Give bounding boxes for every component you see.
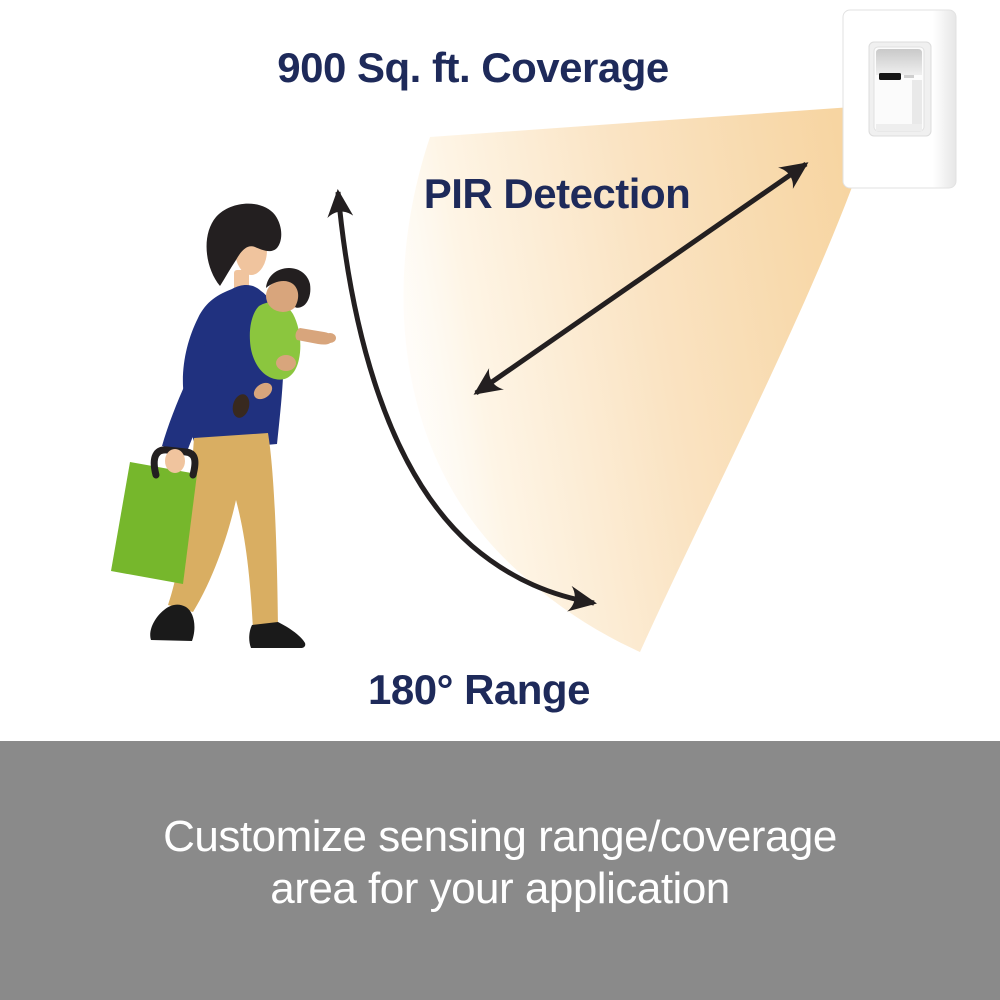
banner-text: Customize sensing range/coverage area fo… — [0, 741, 1000, 915]
motion-sensor-switch-icon — [842, 9, 957, 189]
banner-line-1: Customize sensing range/coverage — [163, 812, 837, 861]
sensor-indicator-tick — [904, 75, 914, 78]
banner-line-2: area for your application — [270, 864, 730, 913]
woman-front-shoe — [150, 604, 195, 641]
coverage-diagram — [111, 9, 957, 652]
woman-carrying-baby-icon — [111, 203, 336, 648]
shopping-bag — [111, 462, 197, 584]
distance-arrow-icon — [473, 161, 809, 396]
baby-arm — [295, 328, 333, 345]
woman-arm-sleeve — [162, 336, 229, 452]
woman-dark-hand — [232, 394, 250, 418]
woman-back-shoe — [249, 622, 306, 648]
range-sweep-arrow-icon — [327, 189, 597, 612]
range-label: 180° Range — [368, 666, 590, 713]
bottom-banner: Customize sensing range/coverage area fo… — [0, 741, 1000, 1000]
baby-hand — [324, 333, 336, 343]
sensor-paddle-shade-right — [912, 80, 922, 131]
sensor-indicator-slot — [879, 73, 901, 80]
pir-detection-label: PIR Detection — [423, 170, 691, 217]
sensor-pir-lens — [876, 49, 922, 75]
baby-hair — [266, 268, 311, 308]
coverage-label: 900 Sq. ft. Coverage — [277, 44, 669, 91]
baby-foot — [253, 382, 273, 400]
baby-head — [266, 280, 300, 312]
baby-knee — [276, 355, 296, 371]
sensor-paddle-shade-bottom — [876, 124, 922, 131]
woman-hand — [165, 449, 185, 473]
woman-hair — [206, 203, 282, 286]
